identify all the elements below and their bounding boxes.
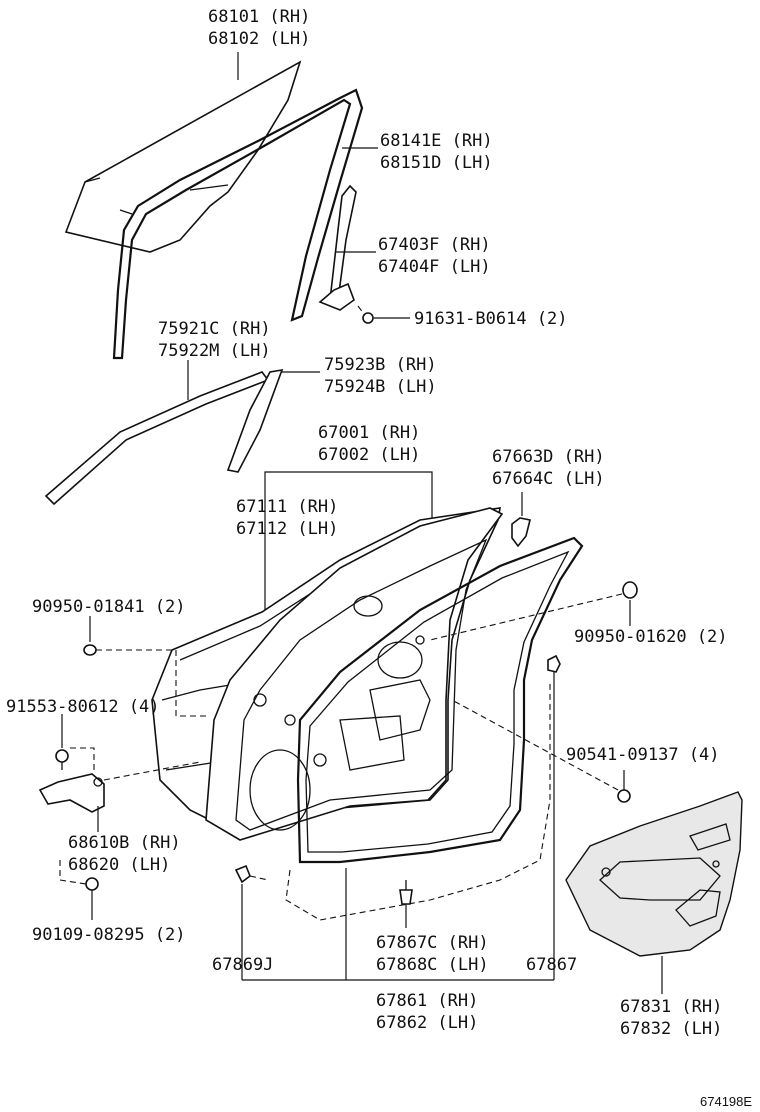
weatherstrip-clip (399, 880, 413, 905)
label-clip-67867: 67867 (526, 955, 577, 975)
label-service-cover-rh: 67831 (RH) (620, 997, 722, 1017)
label-run-channel-rh: 68141E (RH) (380, 131, 493, 151)
door-weatherstrip (285, 536, 584, 921)
reference-code: 674198E (700, 1094, 752, 1109)
hinge-bolt (55, 749, 69, 770)
label-glass-rh: 68101 (RH) (208, 7, 310, 27)
label-check-rh: 68610B (RH) (68, 833, 181, 853)
label-weatherstrip-rh: 67861 (RH) (376, 991, 478, 1011)
label-glass-lh: 68102 (LH) (208, 29, 310, 49)
bolt-91631 (357, 305, 374, 324)
door-glass (64, 60, 302, 253)
label-garnish-rh: 75923B (RH) (324, 355, 437, 375)
dash-check-bolt (59, 860, 87, 885)
belt-moulding (44, 371, 270, 506)
label-outer-panel-lh: 67112 (LH) (236, 519, 338, 539)
label-rear-channel-lh: 67404F (LH) (378, 257, 491, 277)
label-clip-67869j: 67869J (212, 955, 273, 975)
clip-90541 (617, 789, 631, 803)
label-weatherstrip-lh: 67862 (LH) (376, 1013, 478, 1033)
door-check-assy (38, 773, 105, 813)
label-run-channel-lh: 68151D (LH) (380, 153, 493, 173)
label-check-bolt: 90109-08295 (2) (32, 925, 186, 945)
label-door-panel-lh: 67002 (LH) (318, 445, 420, 465)
clip-67869j (234, 864, 251, 884)
hole-plug-1 (83, 644, 97, 656)
glass-run-channel (112, 88, 364, 360)
label-hole-plug-2: 90950-01620 (2) (574, 627, 728, 647)
dash-clip-90541 (451, 699, 619, 791)
label-service-cover-lh: 67832 (LH) (620, 1019, 722, 1039)
label-outer-panel-rh: 67111 (RH) (236, 497, 338, 517)
mirror-bracket (511, 517, 531, 548)
clip-67867 (547, 654, 561, 673)
label-ws-clip-rh: 67867C (RH) (376, 933, 489, 953)
label-ws-clip-lh: 67868C (LH) (376, 955, 489, 975)
label-rear-channel-rh: 67403F (RH) (378, 235, 491, 255)
label-garnish-lh: 75924B (LH) (324, 377, 437, 397)
label-belt-moulding-rh: 75921C (RH) (158, 319, 271, 339)
service-hole-cover (565, 791, 743, 957)
frame-garnish (226, 368, 284, 473)
label-belt-moulding-lh: 75922M (LH) (158, 341, 271, 361)
label-clip-90541: 90541-09137 (4) (566, 745, 720, 765)
label-door-panel-rh: 67001 (RH) (318, 423, 420, 443)
check-bolt (85, 877, 99, 891)
dash-clip-67869j (249, 875, 269, 881)
label-check-lh: 68620 (LH) (68, 855, 170, 875)
label-hinge-bolt: 91553-80612 (4) (6, 697, 160, 717)
label-mirror-bracket-lh: 67664C (LH) (492, 469, 605, 489)
label-mirror-bracket-rh: 67663D (RH) (492, 447, 605, 467)
label-hole-plug-1: 90950-01841 (2) (32, 597, 186, 617)
hole-plug-2 (622, 581, 638, 599)
dash-check-assy (103, 761, 201, 781)
leader-door-panel (264, 471, 433, 620)
dash-hinge-bolt (70, 747, 95, 770)
label-bolt: 91631-B0614 (2) (414, 309, 568, 329)
rear-lower-channel (318, 184, 357, 311)
door-inner-frame (205, 507, 504, 841)
dash-hinge-bolt-2 (175, 650, 210, 717)
dash-hole-plug-2 (429, 593, 623, 641)
